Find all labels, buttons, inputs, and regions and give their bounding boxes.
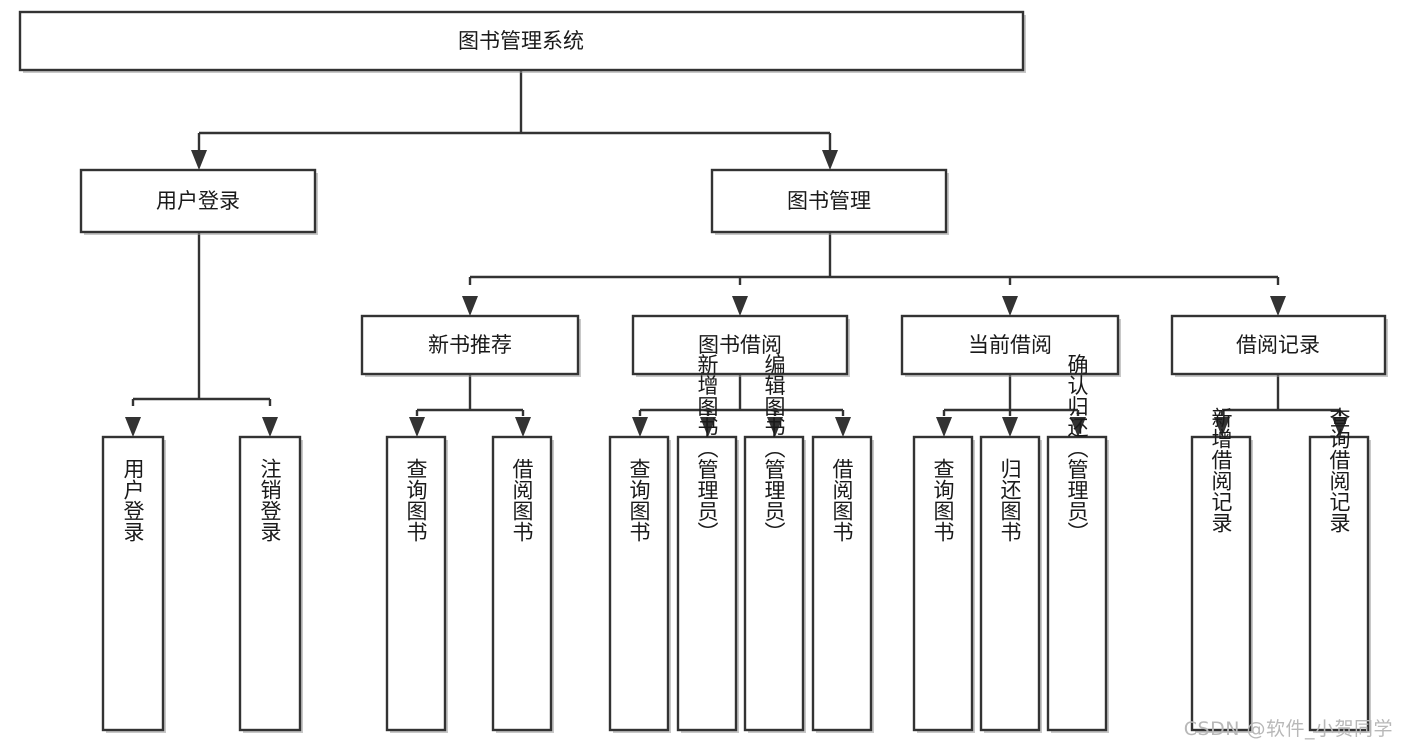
- leaf-new-book-1[interactable]: 查询图书: [385, 435, 448, 733]
- leaf-book-borrow-3-label: 编辑图书（管理员）: [762, 354, 786, 543]
- node-borrow-record[interactable]: 借阅记录: [1170, 314, 1388, 377]
- arrow-userlogin-leaf-1: [125, 417, 141, 437]
- leaf-book-borrow-1[interactable]: 查询图书: [608, 435, 671, 733]
- node-root-system-label: 图书管理系统: [458, 29, 584, 53]
- node-book-management[interactable]: 图书管理: [710, 168, 949, 235]
- leaf-current-borrow-1[interactable]: 查询图书: [912, 435, 975, 733]
- connector-group-new-book: [409, 375, 531, 437]
- node-new-book-recommend[interactable]: 新书推荐: [360, 314, 581, 377]
- leaf-current-borrow-1-label: 查询图书: [931, 458, 955, 542]
- connector-group-current-borrow: [936, 375, 1086, 437]
- node-book-borrow-label: 图书借阅: [698, 333, 782, 357]
- leaf-borrow-record-2[interactable]: 查询借阅记录: [1308, 407, 1371, 733]
- arrow-current-leaf-2: [1002, 417, 1018, 437]
- leaf-borrow-record-2-label: 查询借阅记录: [1327, 407, 1351, 533]
- leaf-current-borrow-3-label: 确认归还（管理员）: [1065, 354, 1089, 543]
- connector-group-user-login: [125, 233, 278, 437]
- arrow-userlogin-leaf-2: [262, 417, 278, 437]
- arrow-borrow-leaf-1: [632, 417, 648, 437]
- leaf-user-login-2[interactable]: 注销登录: [238, 435, 303, 733]
- arrow-bookmgmt-to-borrow: [732, 296, 748, 316]
- node-book-management-label: 图书管理: [787, 189, 871, 213]
- leaf-book-borrow-2-label: 新增图书（管理员）: [695, 354, 719, 543]
- leaf-user-login-1[interactable]: 用户登录: [101, 435, 166, 733]
- node-new-book-recommend-label: 新书推荐: [428, 333, 512, 357]
- node-book-borrow[interactable]: 图书借阅: [631, 314, 850, 377]
- arrow-root-to-user-login: [191, 150, 207, 170]
- leaf-borrow-record-1[interactable]: 新增借阅记录: [1190, 407, 1253, 733]
- leaf-current-borrow-2-label: 归还图书: [998, 458, 1022, 542]
- leaf-user-login-1-label: 用户登录: [121, 458, 145, 542]
- node-user-login-label: 用户登录: [156, 189, 240, 213]
- leaf-book-borrow-4[interactable]: 借阅图书: [811, 435, 874, 733]
- leaf-current-borrow-2[interactable]: 归还图书: [979, 435, 1042, 733]
- leaf-borrow-record-1-label: 新增借阅记录: [1209, 407, 1233, 533]
- arrow-newbook-leaf-2: [515, 417, 531, 437]
- connector-group-borrow: [632, 375, 851, 437]
- leaf-new-book-2-label: 借阅图书: [510, 458, 534, 542]
- node-root-system[interactable]: 图书管理系统: [18, 10, 1026, 73]
- arrow-root-to-book-mgmt: [822, 150, 838, 170]
- node-user-login[interactable]: 用户登录: [79, 168, 318, 235]
- connector-group-book-mgmt: [462, 233, 1286, 316]
- node-borrow-record-label: 借阅记录: [1236, 333, 1320, 357]
- leaf-book-borrow-2[interactable]: 新增图书（管理员）: [676, 354, 739, 734]
- node-current-borrow[interactable]: 当前借阅: [900, 314, 1121, 377]
- arrow-bookmgmt-to-new-book: [462, 296, 478, 316]
- node-current-borrow-label: 当前借阅: [968, 333, 1052, 357]
- connector-group-root: [191, 70, 838, 170]
- arrow-bookmgmt-to-current: [1002, 296, 1018, 316]
- arrow-bookmgmt-to-record: [1270, 296, 1286, 316]
- leaf-current-borrow-3[interactable]: 确认归还（管理员）: [1046, 354, 1109, 734]
- arrow-borrow-leaf-4: [835, 417, 851, 437]
- arrow-newbook-leaf-1: [409, 417, 425, 437]
- leaf-new-book-2[interactable]: 借阅图书: [491, 435, 554, 733]
- leaf-book-borrow-1-label: 查询图书: [627, 458, 651, 542]
- csdn-watermark: CSDN @软件_小贺同学: [1183, 718, 1393, 740]
- leaf-new-book-1-label: 查询图书: [404, 458, 428, 542]
- leaf-book-borrow-3[interactable]: 编辑图书（管理员）: [743, 354, 806, 734]
- connector-group-borrow-record: [1214, 375, 1348, 437]
- leaf-book-borrow-4-label: 借阅图书: [830, 458, 854, 542]
- arrow-current-leaf-1: [936, 417, 952, 437]
- leaf-user-login-2-label: 注销登录: [258, 458, 282, 542]
